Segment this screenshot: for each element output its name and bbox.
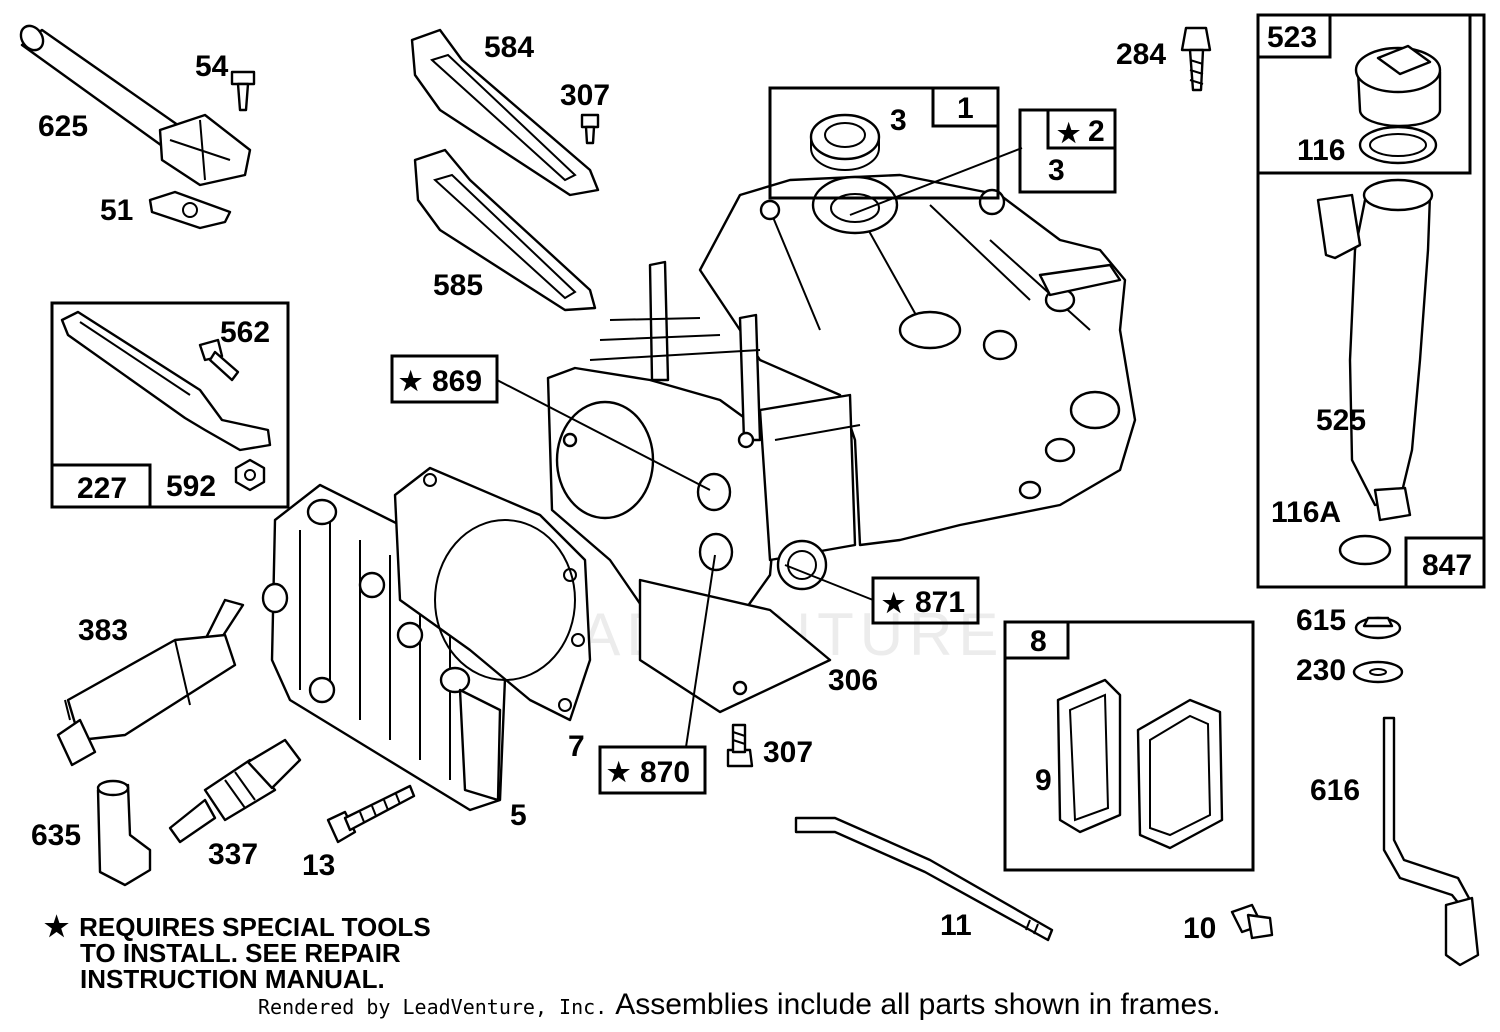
part-625-tube xyxy=(19,24,252,187)
part-9-gasket xyxy=(1056,678,1122,834)
legend-line-1: ★ REQUIRES SPECIAL TOOLS xyxy=(44,911,604,942)
label-227: 227 xyxy=(77,472,127,505)
part-523-cap xyxy=(1354,44,1442,128)
part-635-spark-boot xyxy=(96,779,152,887)
label-3-frame: 3 xyxy=(1048,154,1065,187)
label-584: 584 xyxy=(484,31,534,64)
part-3-seal xyxy=(809,113,881,171)
callout-869 xyxy=(390,354,711,491)
callout-871 xyxy=(784,564,980,625)
part-230-washer xyxy=(1352,660,1404,684)
label-592: 592 xyxy=(166,470,216,503)
part-crankcase xyxy=(698,173,1137,547)
part-562-screw xyxy=(198,338,240,382)
label-13: 13 xyxy=(302,849,335,882)
label-523: 523 xyxy=(1267,21,1317,54)
part-51-gasket xyxy=(148,190,232,230)
part-116A-o-ring xyxy=(1338,534,1392,566)
leader-2-seal xyxy=(849,147,1023,216)
legend-star-icon: ★ xyxy=(44,911,70,942)
footer: Rendered by LeadVenture, Inc. Assemblies … xyxy=(258,988,1298,1022)
part-383-tool xyxy=(56,598,245,767)
part-54-bolt xyxy=(230,70,256,112)
label-10: 10 xyxy=(1183,912,1216,945)
part-584-gasket xyxy=(410,28,600,197)
label-5: 5 xyxy=(510,799,527,832)
footer-note: Assemblies include all parts shown in fr… xyxy=(615,988,1221,1021)
legend-text-1: REQUIRES SPECIAL TOOLS xyxy=(79,912,431,942)
part-116-o-ring xyxy=(1358,125,1438,165)
part-breather-cover xyxy=(1136,698,1224,850)
part-10-plug xyxy=(1230,903,1274,940)
part-615-nut xyxy=(1354,616,1402,640)
part-13-bolt xyxy=(326,784,416,844)
label-869-star: ★ xyxy=(399,366,423,396)
label-54: 54 xyxy=(195,50,229,83)
label-11: 11 xyxy=(940,909,972,942)
frame-8 xyxy=(1003,620,1255,872)
part-592-nut xyxy=(234,458,266,492)
label-870-star: ★ xyxy=(607,757,631,787)
part-cylinder-block xyxy=(546,260,861,657)
frame-227 xyxy=(50,301,290,509)
part-337-spark-plug xyxy=(168,738,302,844)
part-525-dipstick-tube xyxy=(1316,178,1434,522)
label-230: 230 xyxy=(1296,654,1346,687)
label-847: 847 xyxy=(1422,549,1472,582)
label-871-star: ★ xyxy=(882,588,906,618)
label-871: 871 xyxy=(915,586,965,619)
label-116: 116 xyxy=(1297,134,1345,167)
part-306-gasket xyxy=(638,578,832,714)
part-616-dipstick xyxy=(1382,716,1480,967)
frame-2 xyxy=(1018,108,1117,194)
label-625: 625 xyxy=(38,110,88,143)
label-51: 51 xyxy=(100,194,133,227)
label-337: 337 xyxy=(208,838,258,871)
label-2-star: ★ xyxy=(1057,118,1081,148)
part-585-gasket xyxy=(413,148,597,312)
frame-1 xyxy=(768,86,1000,200)
label-9: 9 xyxy=(1035,764,1052,797)
legend-line-3: INSTRUCTION MANUAL. xyxy=(80,964,385,994)
label-7: 7 xyxy=(568,730,585,763)
label-307-top: 307 xyxy=(560,79,610,112)
frame-847 xyxy=(1256,13,1486,589)
callout-870 xyxy=(598,554,716,795)
label-3-seal: 3 xyxy=(890,104,907,137)
part-284-bolt xyxy=(1180,26,1212,92)
label-869: 869 xyxy=(432,365,482,398)
label-306: 306 xyxy=(828,664,878,697)
special-tools-legend: ★ REQUIRES SPECIAL TOOLS TO INSTALL. SEE … xyxy=(44,911,604,994)
label-562: 562 xyxy=(220,316,270,349)
label-1: 1 xyxy=(957,92,974,125)
label-8: 8 xyxy=(1030,625,1047,658)
label-870: 870 xyxy=(640,756,690,789)
label-284: 284 xyxy=(1116,38,1166,71)
label-525: 525 xyxy=(1316,404,1366,437)
part-7-head-gasket xyxy=(393,466,592,722)
label-615: 615 xyxy=(1296,604,1346,637)
label-635: 635 xyxy=(31,819,81,852)
label-616: 616 xyxy=(1310,774,1360,807)
label-585: 585 xyxy=(433,269,483,302)
part-11-tube xyxy=(794,816,1054,942)
part-307-screw-lower xyxy=(726,723,754,768)
footer-credit: Rendered by LeadVenture, Inc. xyxy=(258,995,608,1019)
part-307-screw-top xyxy=(580,113,600,145)
legend-line-2: TO INSTALL. SEE REPAIR xyxy=(80,938,401,968)
label-383: 383 xyxy=(78,614,128,647)
label-116A: 116A xyxy=(1271,496,1341,529)
label-307-lower: 307 xyxy=(763,736,813,769)
label-2: 2 xyxy=(1088,115,1105,148)
part-562-bracket xyxy=(60,310,272,452)
